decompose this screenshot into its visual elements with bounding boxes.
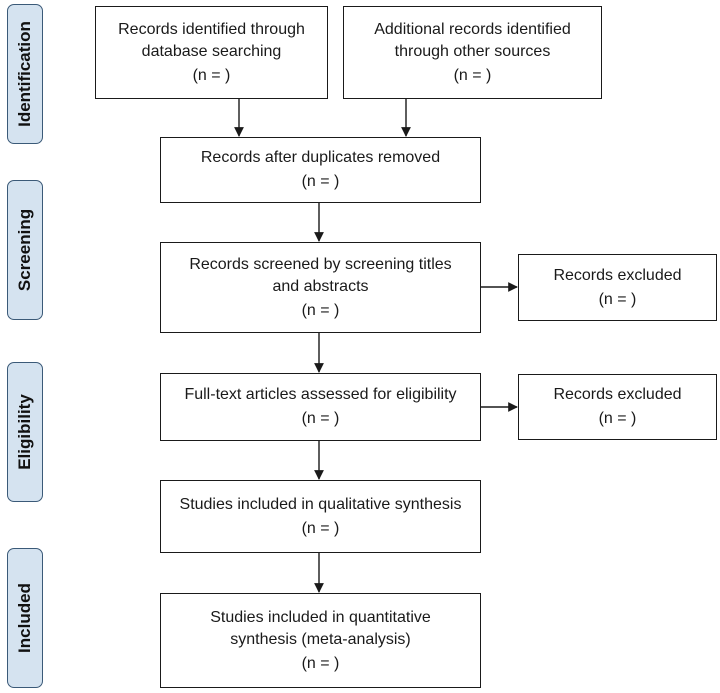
box-count: (n = ) [192, 66, 231, 84]
box-text-line: database searching [141, 42, 282, 60]
box-database-searching: Records identified through database sear… [95, 6, 328, 99]
box-text-line: Records screened by screening titles [189, 255, 452, 273]
box-count: (n = ) [301, 173, 340, 190]
box-text-line: Studies included in qualitative synthesi… [179, 495, 462, 513]
stage-screening: Screening [7, 180, 43, 320]
box-text-line: synthesis (meta-analysis) [230, 630, 411, 648]
box-text-line: and abstracts [272, 277, 369, 295]
box-quantitative-synthesis: Studies included in quantitative synthes… [160, 593, 481, 688]
box-text-line: Records excluded [553, 386, 682, 403]
box-fulltext-assessed: Full-text articles assessed for eligibil… [160, 373, 481, 441]
stage-identification: Identification [7, 4, 43, 144]
box-count: (n = ) [301, 410, 340, 427]
box-text-line: Studies included in quantitative [210, 608, 431, 626]
box-count: (n = ) [301, 654, 340, 672]
stage-eligibility: Eligibility [7, 362, 43, 502]
box-text-line: Records after duplicates removed [200, 149, 441, 166]
box-text-line: Full-text articles assessed for eligibil… [184, 386, 457, 403]
box-text-line: Additional records identified [374, 20, 571, 38]
box-text-line: Records identified through [118, 20, 305, 38]
box-other-sources: Additional records identified through ot… [343, 6, 602, 99]
box-text-line: Records excluded [553, 266, 682, 284]
box-excluded-screening: Records excluded (n = ) [518, 254, 717, 321]
box-qualitative-synthesis: Studies included in qualitative synthesi… [160, 480, 481, 553]
box-records-screened: Records screened by screening titles and… [160, 242, 481, 333]
box-text-line: through other sources [394, 42, 551, 60]
box-excluded-eligibility: Records excluded (n = ) [518, 374, 717, 440]
box-count: (n = ) [598, 410, 637, 427]
box-count: (n = ) [301, 301, 340, 319]
box-duplicates-removed: Records after duplicates removed (n = ) [160, 137, 481, 203]
box-count: (n = ) [598, 290, 637, 308]
box-count: (n = ) [453, 66, 492, 84]
stage-included: Included [7, 548, 43, 688]
box-count: (n = ) [301, 519, 340, 537]
